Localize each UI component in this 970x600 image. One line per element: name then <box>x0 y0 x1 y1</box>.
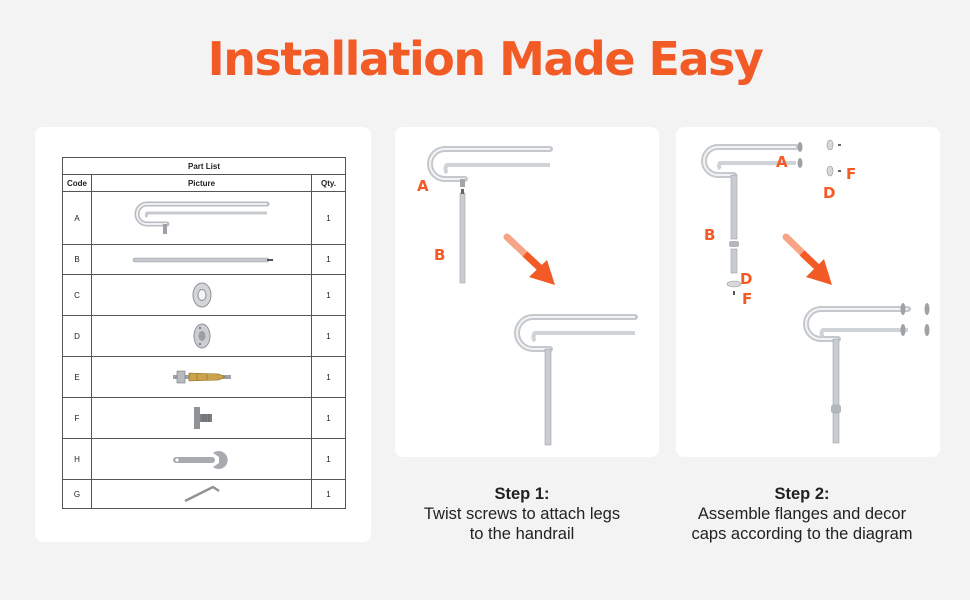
step2-heading: Step 2: <box>774 485 830 503</box>
table-row: C 1 <box>62 274 346 316</box>
row-qty: 1 <box>311 438 346 480</box>
expansion-bolt-icon <box>172 370 231 384</box>
step2-card: A F D B D F <box>676 127 940 457</box>
page-title: Installation Made Easy <box>207 32 764 86</box>
row-qty: 1 <box>311 244 346 275</box>
step1-diagram <box>427 146 638 446</box>
table-row: G 1 <box>62 479 346 509</box>
row-qty: 1 <box>311 274 346 316</box>
row-qty: 1 <box>311 356 346 398</box>
row-qty: 1 <box>311 191 346 245</box>
label-d: D <box>740 270 753 288</box>
row-code: H <box>62 438 92 480</box>
table-row: E 1 <box>62 356 346 398</box>
row-qty: 1 <box>311 397 346 439</box>
hex-key-icon <box>183 485 220 503</box>
row-code: D <box>62 315 92 357</box>
assembled-handrail-icon <box>803 303 930 444</box>
row-code: F <box>62 397 92 439</box>
col-picture: Picture <box>91 174 312 192</box>
label-b: B <box>434 246 446 264</box>
row-code: E <box>62 356 92 398</box>
table-row: H 1 <box>62 438 346 480</box>
row-code: B <box>62 244 92 275</box>
step1-card: A B <box>395 127 659 457</box>
step1-caption: Step 1: Twist screws to attach legs to t… <box>382 484 662 544</box>
u-handrail-icon <box>134 201 269 234</box>
label-b: B <box>704 226 716 244</box>
table-row: B 1 <box>62 244 346 275</box>
part-list-card: Part List Code Picture Qty. A 1 B <box>35 127 371 542</box>
col-qty: Qty. <box>311 174 346 192</box>
step1-heading: Step 1: <box>494 485 550 503</box>
label-f: F <box>742 290 753 308</box>
table-row: A 1 <box>62 191 346 245</box>
label-a: A <box>417 177 429 195</box>
flange-icon <box>193 323 210 349</box>
assembled-handrail-icon <box>514 314 638 446</box>
row-code: C <box>62 274 92 316</box>
step2-line1: Assemble flanges and decor <box>697 505 907 523</box>
row-qty: 1 <box>311 479 346 509</box>
screw-icon <box>193 407 212 429</box>
row-code: A <box>62 191 92 245</box>
label-f: F <box>846 165 857 183</box>
table-row: F 1 <box>62 397 346 439</box>
row-code: G <box>62 479 92 509</box>
decor-cap-icon <box>192 282 211 308</box>
leg-part-b-icon <box>459 189 466 284</box>
col-code: Code <box>62 174 92 192</box>
table-row: D 1 <box>62 315 346 357</box>
label-a: A <box>776 153 788 171</box>
handrail-part-a-icon <box>427 146 553 187</box>
step2-diagram <box>701 139 930 444</box>
leg-rod-icon <box>132 257 273 262</box>
wrench-icon <box>172 451 228 469</box>
part-list-table: Part List Code Picture Qty. A 1 B <box>62 157 346 509</box>
part-list-title: Part List <box>62 157 346 175</box>
step1-line1: Twist screws to attach legs <box>423 505 621 523</box>
step2-caption: Step 2: Assemble flanges and decor caps … <box>662 484 942 544</box>
exploded-handrail-icon <box>701 139 841 295</box>
step1-line2: to the handrail <box>469 525 575 543</box>
row-qty: 1 <box>311 315 346 357</box>
arrow-icon <box>782 233 832 285</box>
arrow-icon <box>503 233 555 285</box>
label-d: D <box>823 184 836 202</box>
step2-line2: caps according to the diagram <box>691 525 913 543</box>
